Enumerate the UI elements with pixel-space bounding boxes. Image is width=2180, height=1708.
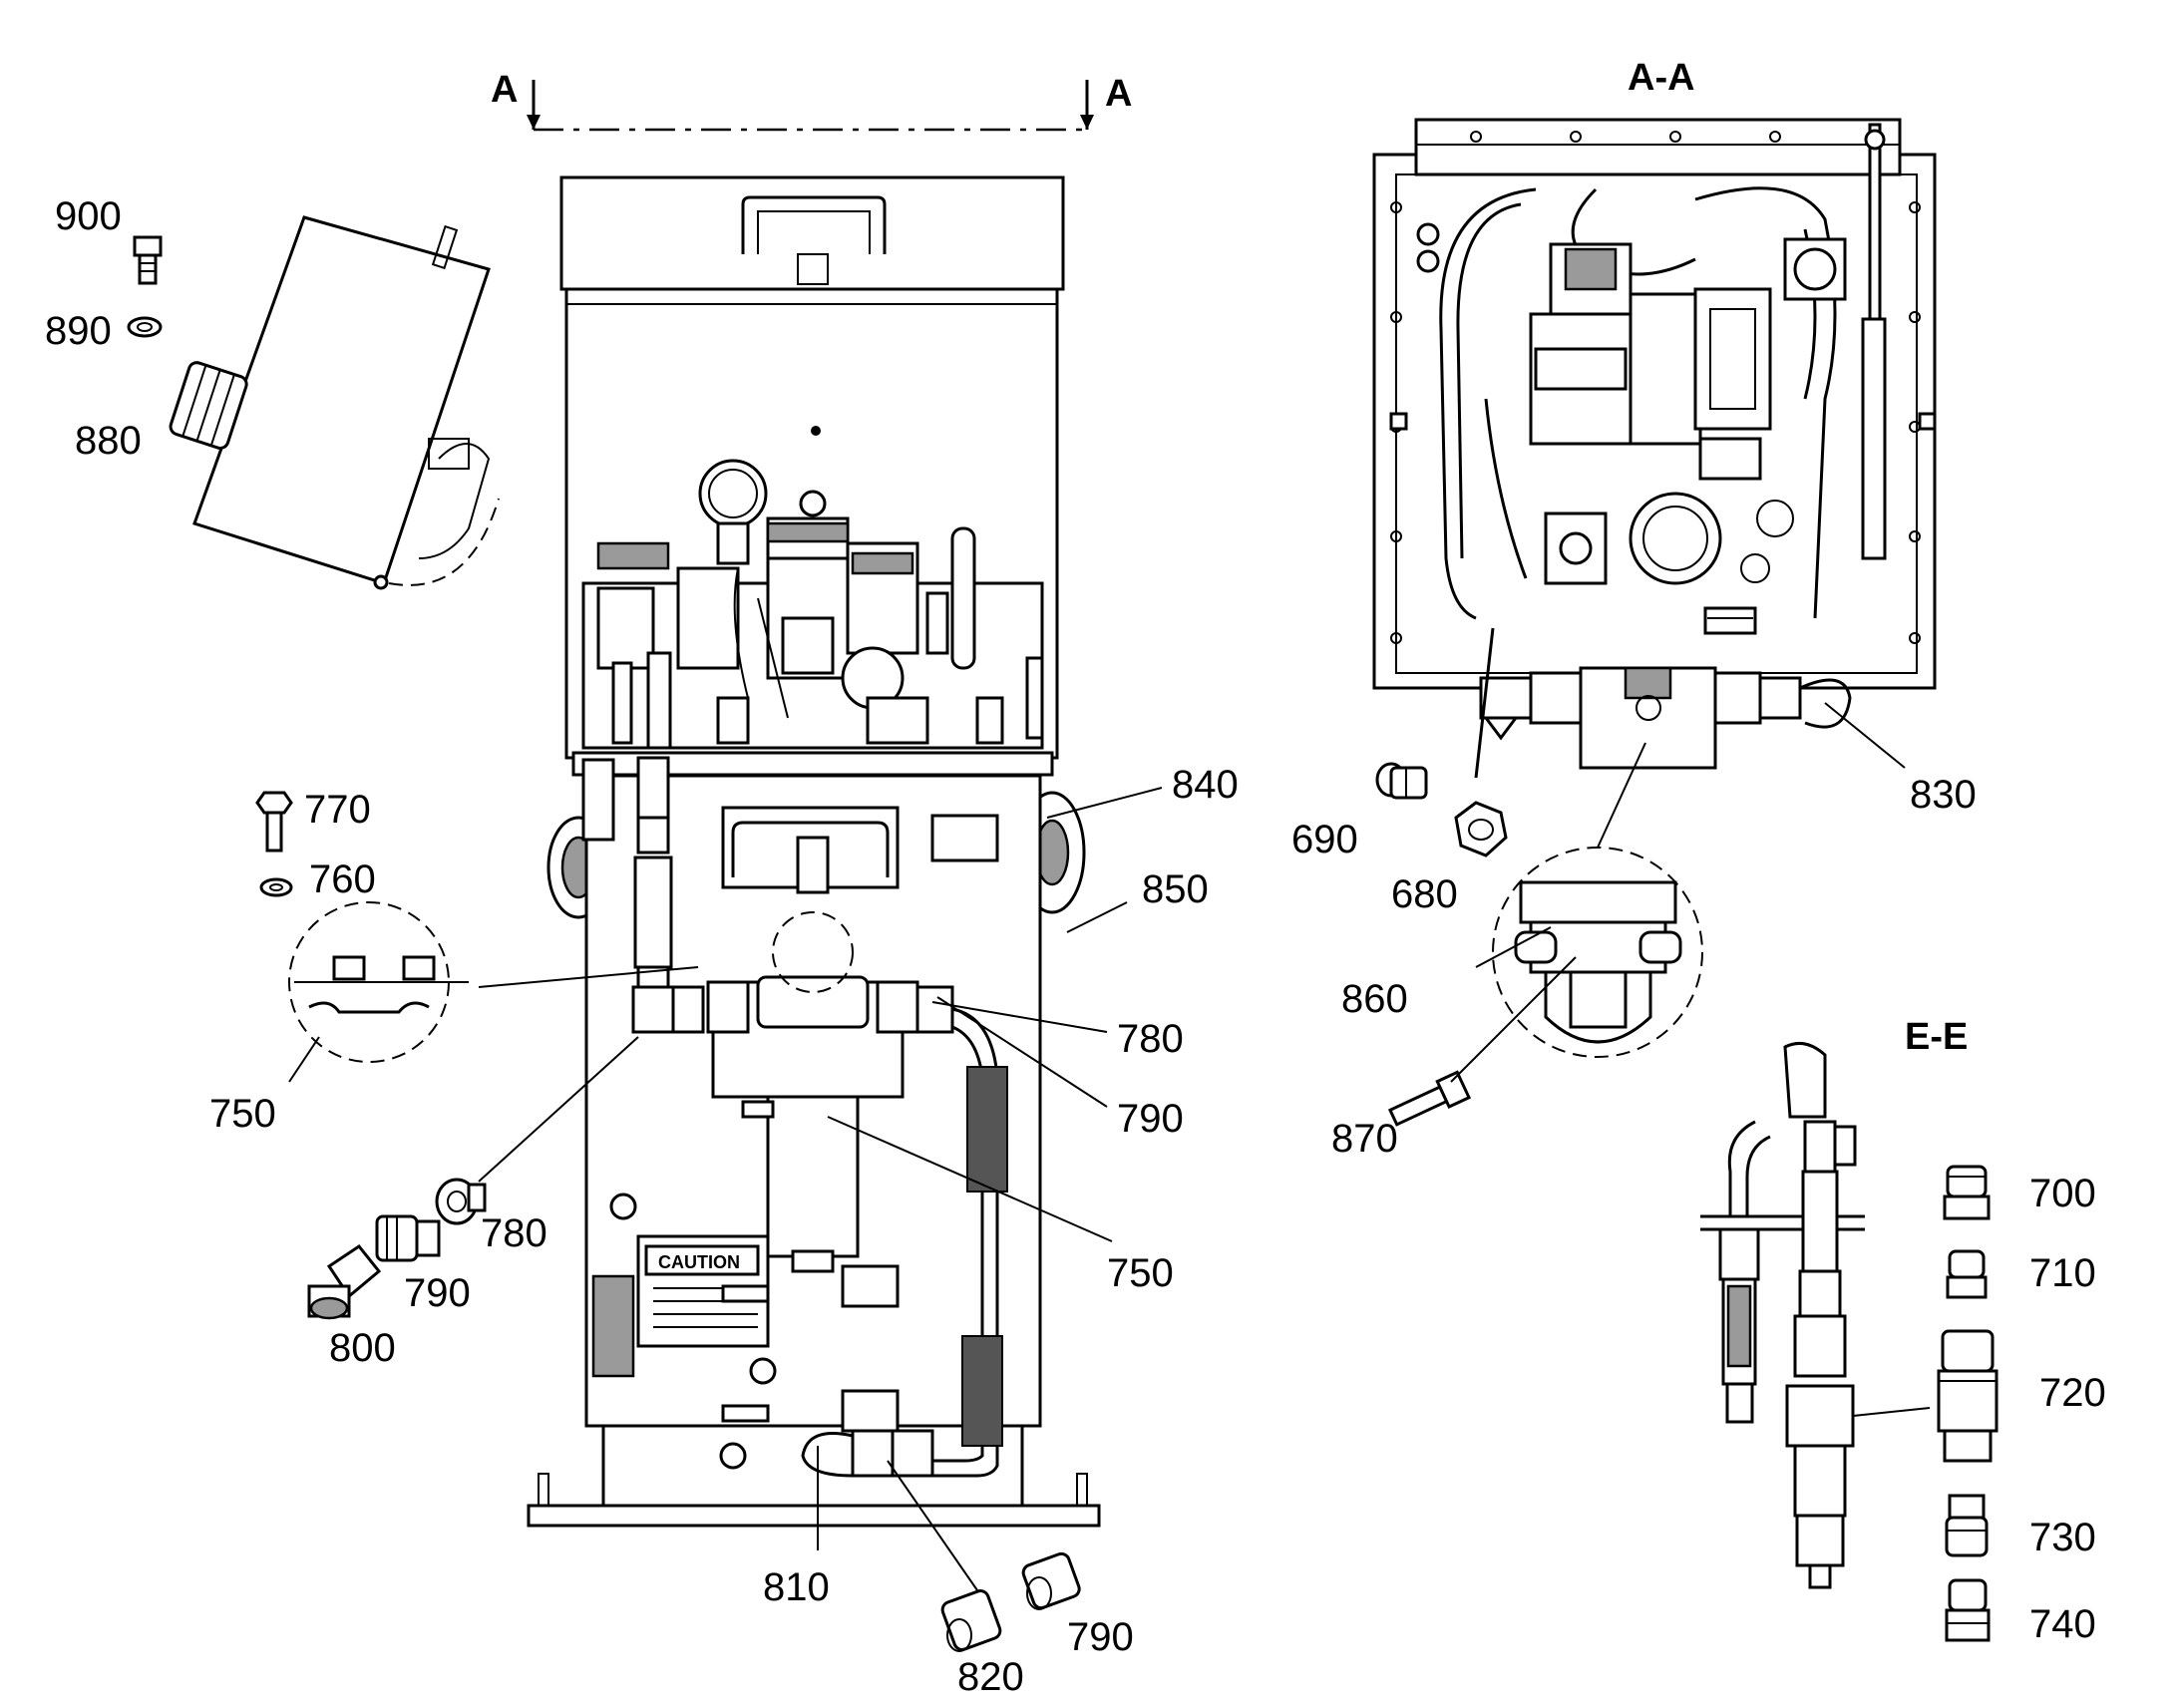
detail-circle-right	[1387, 742, 1703, 1127]
callout-840: 840	[1172, 763, 1239, 807]
fitting-740	[1945, 1578, 1991, 1642]
callout-750a: 750	[209, 1092, 276, 1136]
callout-820: 820	[957, 1655, 1024, 1699]
nut-680	[1454, 801, 1508, 857]
callout-760: 760	[309, 857, 376, 901]
caution-label: CAUTION	[658, 1252, 740, 1272]
main-unit-front-view: CAUTION	[527, 175, 1101, 1528]
callout-700: 700	[2029, 1172, 2096, 1215]
section-view-ee: E-E	[1700, 1016, 1968, 1589]
callout-890: 890	[45, 309, 112, 353]
washer-890	[127, 316, 163, 338]
section-view-aa: A-A	[1372, 57, 1937, 770]
fitting-710	[1946, 1249, 1988, 1299]
fitting-820	[940, 1589, 1002, 1652]
screw-900	[133, 235, 163, 285]
cut-label-right: A	[1105, 73, 1132, 115]
lid-detail	[169, 215, 500, 590]
callout-750b: 750	[1107, 1251, 1174, 1295]
callout-830: 830	[1910, 773, 1977, 817]
callout-780b: 780	[1117, 1017, 1184, 1061]
detail-circle-left	[255, 791, 699, 1063]
callout-850: 850	[1142, 867, 1209, 911]
fitting-720	[1937, 1329, 1998, 1463]
leader-lines	[288, 702, 1906, 1591]
fitting-790a	[375, 1214, 441, 1262]
callout-880: 880	[75, 419, 142, 463]
callout-730: 730	[2029, 1516, 2096, 1559]
callout-740: 740	[2029, 1602, 2096, 1646]
plug-690	[1375, 762, 1428, 800]
callout-780a: 780	[481, 1211, 547, 1255]
view-title-aa: A-A	[1628, 57, 1695, 99]
section-cut-line: A A	[491, 69, 1132, 132]
callout-labels: 900 890 880 770 760 750 780 790 800 840 …	[45, 194, 2106, 1699]
fitting-700	[1943, 1165, 1991, 1220]
fitting-790c	[1021, 1551, 1081, 1610]
view-title-ee: E-E	[1905, 1016, 1968, 1058]
callout-900: 900	[55, 194, 122, 238]
callout-680: 680	[1391, 872, 1458, 916]
callout-870: 870	[1331, 1117, 1398, 1161]
callout-790c: 790	[1067, 1615, 1134, 1659]
callout-800: 800	[329, 1326, 396, 1370]
callout-770: 770	[304, 788, 371, 832]
fitting-780a	[435, 1178, 487, 1225]
callout-810: 810	[763, 1565, 830, 1609]
fitting-730	[1945, 1494, 1989, 1557]
cut-label-left: A	[491, 69, 518, 111]
callout-690: 690	[1291, 818, 1358, 861]
callout-790b: 790	[1117, 1097, 1184, 1141]
callout-860: 860	[1341, 977, 1408, 1021]
callout-710: 710	[2029, 1251, 2096, 1295]
fitting-800	[307, 1243, 382, 1320]
internal-components	[581, 459, 1044, 750]
callout-790a: 790	[404, 1271, 471, 1315]
callout-720: 720	[2039, 1371, 2106, 1415]
